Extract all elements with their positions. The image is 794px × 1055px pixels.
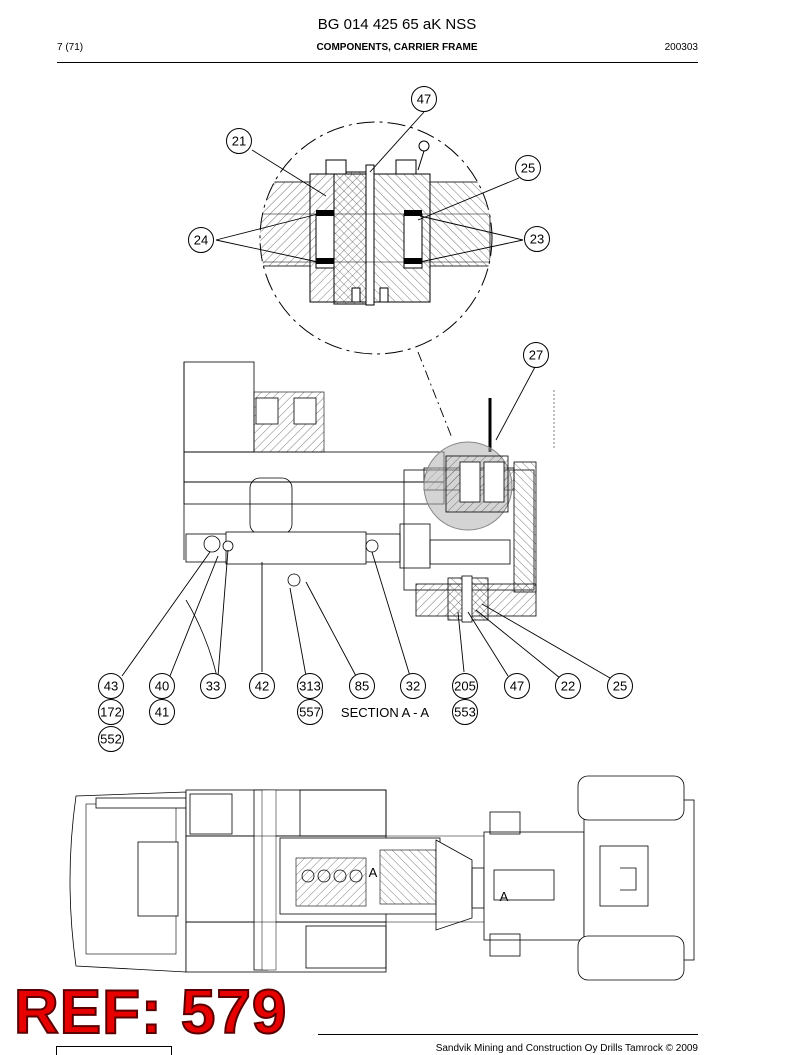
detail-leaders: [215, 111, 524, 263]
svg-text:25: 25: [613, 679, 627, 694]
svg-text:25: 25: [521, 161, 535, 176]
svg-text:41: 41: [155, 705, 169, 720]
svg-text:47: 47: [510, 679, 524, 694]
svg-text:27: 27: [529, 348, 543, 363]
svg-text:21: 21: [232, 134, 246, 149]
callout-313: 313: [297, 673, 323, 699]
svg-text:43: 43: [104, 679, 118, 694]
callout-47-top: 47: [411, 86, 437, 112]
callout-27: 27: [523, 342, 549, 368]
callout-557: 557: [297, 699, 323, 725]
svg-text:33: 33: [206, 679, 220, 694]
callout-23: 23: [524, 226, 550, 252]
callout-21: 21: [226, 128, 252, 154]
svg-text:552: 552: [100, 732, 122, 747]
svg-text:172: 172: [100, 705, 122, 720]
svg-text:24: 24: [194, 233, 208, 248]
callout-47-bottom: 47: [504, 673, 530, 699]
plan-view: [69, 775, 695, 981]
callout-85: 85: [349, 673, 375, 699]
callout-25-top: 25: [515, 155, 541, 181]
section-label: SECTION A - A: [341, 705, 429, 720]
section-view: [183, 361, 555, 691]
callout-41: 41: [149, 699, 175, 725]
svg-text:205: 205: [454, 679, 476, 694]
callout-25-bottom: 25: [607, 673, 633, 699]
logo-box: [56, 1046, 172, 1055]
svg-text:42: 42: [255, 679, 269, 694]
header-rule: [57, 62, 698, 63]
footer-copyright: Sandvik Mining and Construction Oy Drill…: [435, 1043, 698, 1054]
highlight-detail: [445, 455, 509, 513]
detail-view: [259, 121, 493, 355]
svg-text:23: 23: [530, 232, 544, 247]
callout-22: 22: [555, 673, 581, 699]
document-title: BG 014 425 65 aK NSS: [317, 16, 477, 33]
svg-text:32: 32: [406, 679, 420, 694]
document-subtitle: COMPONENTS, CARRIER FRAME: [316, 42, 478, 53]
svg-text:557: 557: [299, 705, 321, 720]
plan-mark-a-right: A: [500, 889, 509, 904]
callout-205: 205: [452, 673, 478, 699]
svg-text:553: 553: [454, 705, 476, 720]
svg-text:313: 313: [299, 679, 321, 694]
callout-43: 43: [98, 673, 124, 699]
callout-172: 172: [98, 699, 124, 725]
plan-mark-a-left: A: [369, 865, 378, 880]
ref-stamp: REF: 579: [13, 978, 288, 1047]
callout-33: 33: [200, 673, 226, 699]
callout-24: 24: [188, 227, 214, 253]
callout-552: 552: [98, 726, 124, 752]
callout-553: 553: [452, 699, 478, 725]
callout-32: 32: [400, 673, 426, 699]
svg-text:22: 22: [561, 679, 575, 694]
callout-40: 40: [149, 673, 175, 699]
svg-text:40: 40: [155, 679, 169, 694]
svg-text:85: 85: [355, 679, 369, 694]
footer-rule: [318, 1034, 698, 1035]
page-number: 7 (71): [57, 42, 84, 53]
callout-42: 42: [249, 673, 275, 699]
section-leaders: [121, 366, 611, 679]
svg-text:47: 47: [417, 92, 431, 107]
date-code: 200303: [664, 42, 698, 53]
